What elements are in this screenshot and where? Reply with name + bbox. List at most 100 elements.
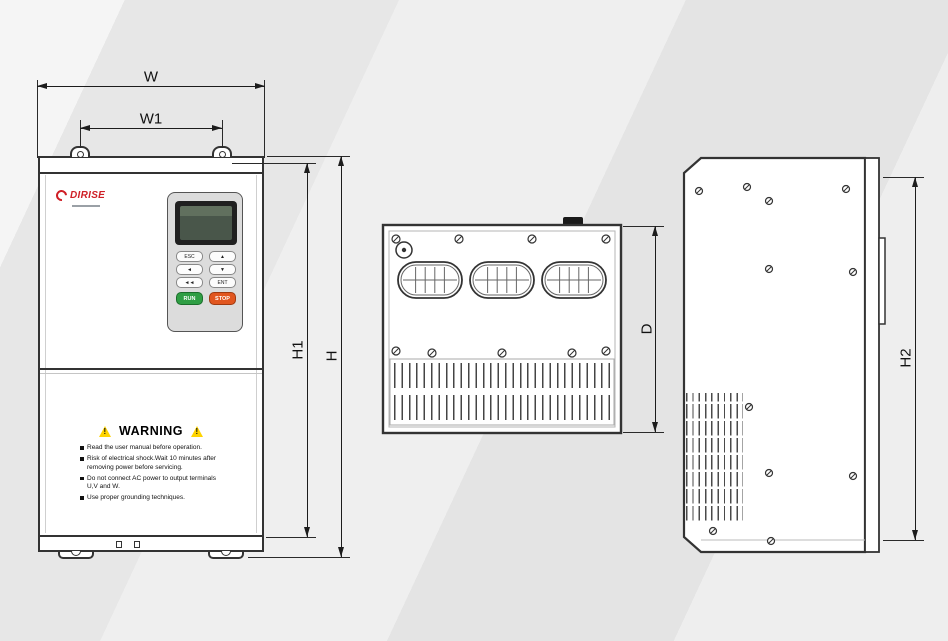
warning-item-text: Read the user manual before operation. [87, 444, 202, 451]
warning-title: WARNING [119, 424, 183, 438]
screw-icon [454, 234, 464, 244]
mounting-foot-left [58, 551, 94, 559]
run-button: RUN [176, 292, 203, 305]
warning-exclamation: ! [103, 427, 107, 437]
warning-item: Read the user manual before operation. [80, 444, 232, 453]
dim-h-line [337, 156, 344, 557]
bullet-icon [80, 457, 84, 461]
warning-item-text: Risk of electrical shock.Wait 10 minutes… [87, 455, 217, 471]
dim-d-line [651, 226, 658, 432]
warning-icon: ! [190, 425, 203, 437]
screw-icon [848, 267, 858, 277]
screw-icon [742, 182, 752, 192]
keypad-key-up: ▲ [209, 251, 236, 262]
warning-item-text: Use proper grounding techniques. [87, 494, 185, 502]
extension-line [222, 120, 223, 148]
vent-oval [397, 261, 463, 299]
keypad-display-screen [180, 206, 232, 240]
keypad-key-esc: ESC [176, 251, 203, 262]
vent-slot-row [394, 395, 610, 420]
screw-icon [427, 348, 437, 358]
extension-line [80, 120, 81, 148]
top-tab [563, 217, 583, 226]
warning-label: ! WARNING ! Read the user manual before … [70, 424, 232, 505]
extension-line [37, 80, 38, 158]
warning-icon: ! [99, 425, 112, 437]
screw-icon [527, 234, 537, 244]
mounting-hole-icon [218, 150, 226, 158]
screw-icon [841, 184, 851, 194]
vent-oval [541, 261, 607, 299]
extension-line [232, 163, 316, 164]
screw-icon [601, 234, 611, 244]
extension-line [264, 80, 265, 158]
warning-item: Do not connect AC power to output termin… [80, 475, 232, 492]
screw-icon [391, 234, 401, 244]
warning-list: Read the user manual before operation. R… [70, 444, 232, 503]
warning-header: ! WARNING ! [70, 424, 232, 438]
stop-button: STOP [209, 292, 236, 305]
dim-h1-line [303, 163, 310, 537]
extension-line [623, 226, 664, 227]
screw-icon [497, 348, 507, 358]
keypad-key-shift: ◄◄ [176, 277, 203, 288]
keypad-key-left: ◄ [176, 264, 203, 275]
bullet-icon [80, 496, 84, 500]
mounting-foot-right [208, 551, 244, 559]
extension-line [883, 177, 924, 178]
dim-w-line [37, 82, 265, 89]
screw-icon [744, 402, 754, 412]
keypad-panel: ESC ▲ ◄ ▼ ◄◄ ENT RUN STOP [167, 192, 243, 332]
screw-icon [766, 536, 776, 546]
screw-icon [848, 471, 858, 481]
mounting-hole-icon [76, 150, 84, 158]
extension-line [623, 432, 664, 433]
vent-slot-row [394, 363, 610, 388]
dim-w1-label: W1 [139, 110, 163, 128]
dim-h2-label: H2 [897, 348, 915, 368]
keypad-key-down: ▼ [209, 264, 236, 275]
dim-h2-line [911, 177, 918, 540]
top-hole-ring [395, 241, 413, 259]
cover-divider-seam [40, 373, 262, 374]
side-terminal-protrusion [878, 237, 886, 325]
logo-tagline [72, 205, 100, 207]
screw-icon [694, 186, 704, 196]
body-seam-right [256, 175, 257, 533]
top-slot-frame [389, 358, 615, 426]
screw-icon [764, 264, 774, 274]
dim-w1-line [80, 124, 222, 131]
warning-item-text: Do not connect AC power to output termin… [87, 474, 216, 491]
screw-icon [764, 196, 774, 206]
screw-icon [708, 526, 718, 536]
extension-line [883, 540, 924, 541]
cover-divider [40, 368, 262, 370]
keypad-display [175, 201, 237, 245]
screw-icon [567, 348, 577, 358]
warning-item: Use proper grounding techniques. [80, 494, 232, 503]
dim-w-label: W [143, 68, 159, 86]
extension-line [266, 537, 316, 538]
bullet-icon [80, 446, 84, 450]
screw-icon [601, 346, 611, 356]
top-hole-center [401, 247, 407, 253]
screw-icon [764, 468, 774, 478]
side-mounting-plate [864, 157, 880, 553]
side-vent-grille [686, 393, 743, 523]
knockout-slot [116, 541, 122, 548]
body-seam-left [45, 175, 46, 533]
bullet-icon [80, 476, 84, 481]
screw-icon [391, 346, 401, 356]
logo-text: DIRISE [70, 190, 106, 201]
warning-item: Risk of electrical shock.Wait 10 minutes… [80, 455, 232, 472]
vent-oval [469, 261, 535, 299]
bottom-mounting-rail [38, 537, 264, 552]
top-mounting-rail [38, 156, 264, 172]
keypad-key-enter: ENT [209, 277, 236, 288]
brand-logo: DIRISE [53, 187, 106, 204]
extension-line [267, 156, 350, 157]
